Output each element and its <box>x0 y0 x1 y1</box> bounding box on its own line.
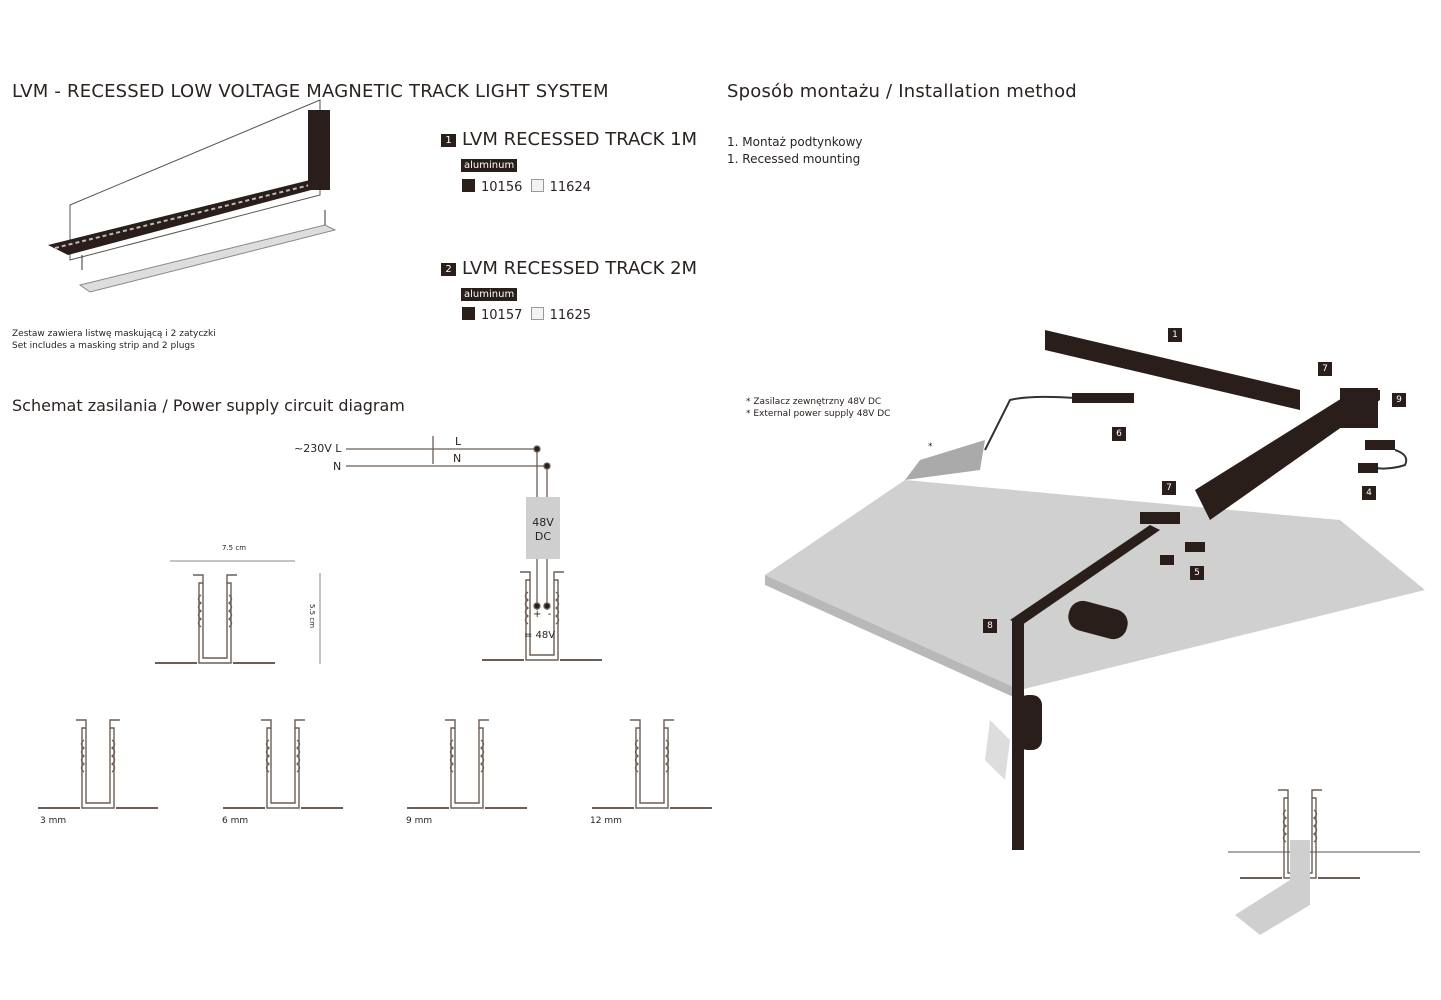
variant-code: 11625 <box>549 308 591 323</box>
neutral-label: N <box>333 460 342 473</box>
callout-7: 7 <box>1318 362 1332 376</box>
variant-code: 10156 <box>481 180 523 195</box>
set-note: Zestaw zawiera listwę maskującą i 2 zaty… <box>12 329 216 351</box>
depth-label: 9 mm <box>406 816 433 826</box>
variant-codes: 10156 11624 <box>462 179 591 195</box>
wire-l-label: L <box>455 435 462 448</box>
dimension-lines <box>170 560 321 664</box>
psu-box <box>526 497 560 559</box>
height-dimension: 5.5 cm <box>308 603 317 629</box>
depth-label: 3 mm <box>40 816 67 826</box>
material-tag: aluminum <box>461 288 518 301</box>
page-title: LVM - RECESSED LOW VOLTAGE MAGNETIC TRAC… <box>12 81 609 102</box>
product-2: 2 LVM RECESSED TRACK 2M <box>441 258 697 279</box>
black-swatch <box>462 179 475 192</box>
psu-note: * Zasilacz zewnętrzny 48V DC* External p… <box>746 397 891 419</box>
product-number: 1 <box>441 134 456 147</box>
black-swatch <box>462 307 475 320</box>
depth-label: 6 mm <box>222 816 249 826</box>
variant-code: 11624 <box>549 180 591 195</box>
callout-8: 8 <box>983 619 997 633</box>
white-swatch <box>530 179 544 192</box>
product-name: LVM RECESSED TRACK 2M <box>462 258 698 279</box>
output-voltage: = 48V <box>524 630 556 641</box>
white-swatch <box>530 307 544 320</box>
variant-codes: 10157 11625 <box>462 307 591 323</box>
callout-9: 9 <box>1392 393 1406 407</box>
callout-6: 6 <box>1112 427 1126 441</box>
callout-5: 5 <box>1190 566 1204 580</box>
installation-scene <box>765 330 1425 935</box>
power-title: Schemat zasilania / Power supply circuit… <box>12 396 405 415</box>
circuit-diagram <box>346 436 551 610</box>
polarity: + - <box>533 609 552 620</box>
installation-title: Sposób montażu / Installation method <box>727 81 1077 102</box>
callout-1: 1 <box>1168 328 1182 342</box>
callout-7b: 7 <box>1162 481 1176 495</box>
track-illustration <box>48 99 337 293</box>
product-name: LVM RECESSED TRACK 1M <box>462 129 698 150</box>
product-1: 1 LVM RECESSED TRACK 1M <box>441 129 697 150</box>
callout-4: 4 <box>1362 486 1376 500</box>
mains-label: ~230V L <box>294 442 342 455</box>
product-number: 2 <box>441 263 456 276</box>
wire-n-label: N <box>453 452 462 465</box>
variant-code: 10157 <box>481 308 523 323</box>
material-tag: aluminum <box>461 159 518 172</box>
width-dimension: 7.5 cm <box>222 544 247 552</box>
asterisk: * <box>928 442 933 452</box>
depth-label: 12 mm <box>590 816 622 826</box>
